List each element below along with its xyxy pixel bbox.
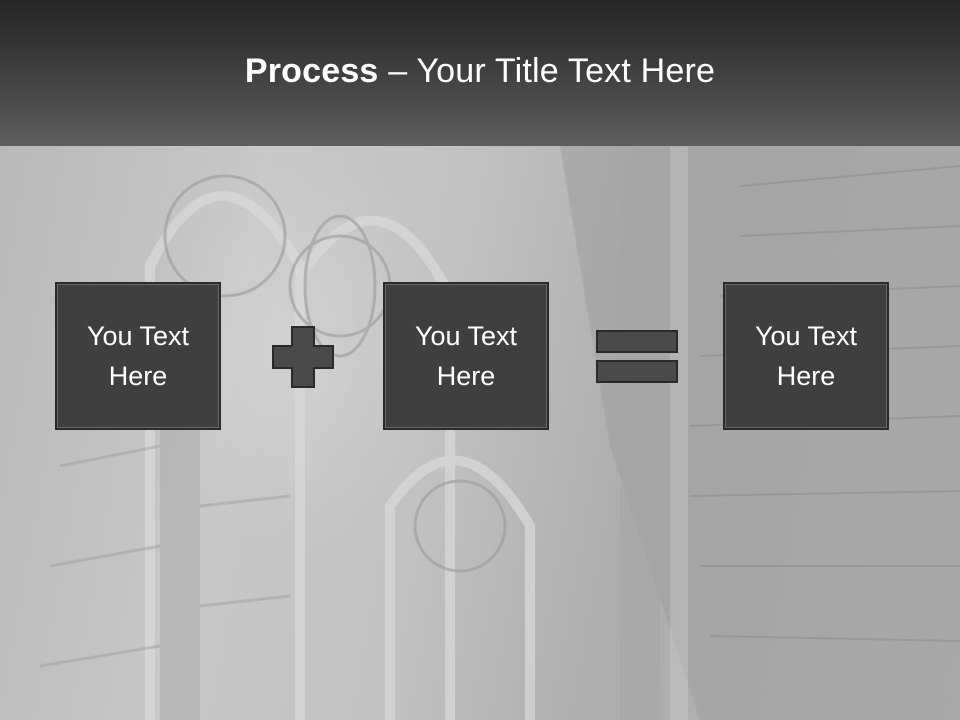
background-image bbox=[0, 146, 960, 720]
plus-icon bbox=[272, 326, 334, 388]
process-box-1[interactable]: You Text Here bbox=[55, 282, 221, 430]
process-box-1-text: You Text Here bbox=[86, 321, 190, 391]
title-bar: Process – Your Title Text Here bbox=[0, 0, 960, 146]
process-box-2-text: You Text Here bbox=[414, 321, 518, 391]
process-box-2[interactable]: You Text Here bbox=[383, 282, 549, 430]
equals-icon bbox=[596, 330, 678, 383]
cathedral-window-illustration bbox=[39, 146, 960, 720]
slide-title: Process – Your Title Text Here bbox=[245, 52, 715, 91]
title-rest: Your Title Text Here bbox=[416, 51, 716, 90]
title-dash: – bbox=[378, 51, 417, 90]
process-box-3[interactable]: You Text Here bbox=[723, 282, 889, 430]
title-strong: Process bbox=[244, 51, 379, 90]
process-box-3-text: You Text Here bbox=[754, 321, 858, 391]
